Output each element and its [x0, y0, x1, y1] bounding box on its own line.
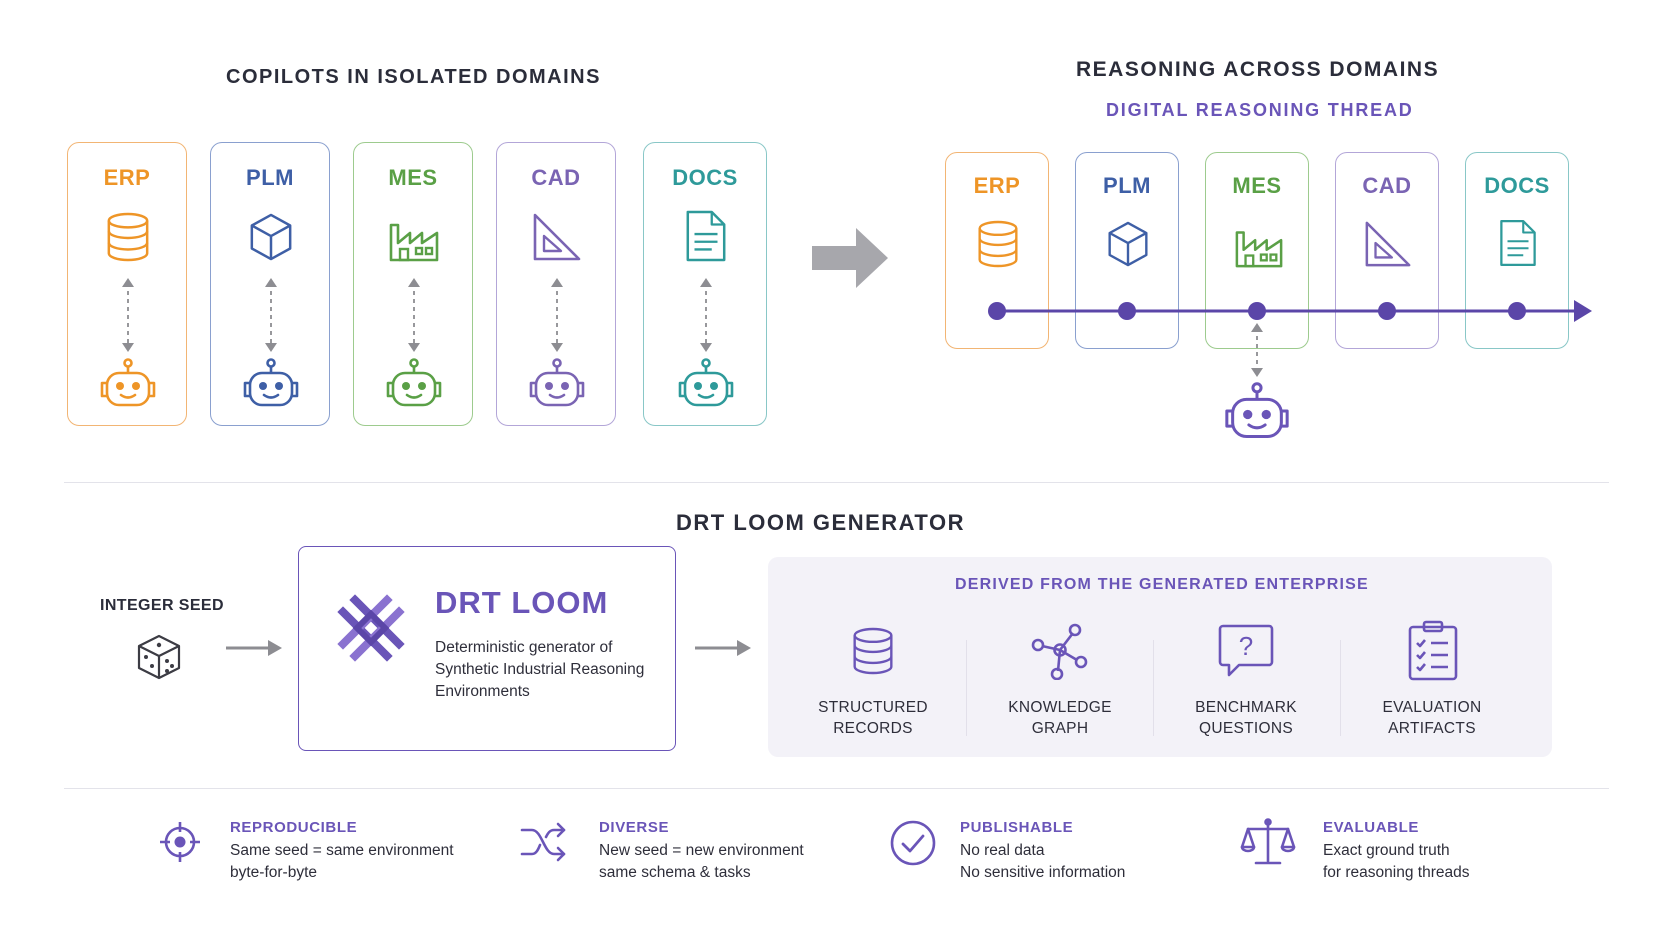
- bidirectional-arrow-icon: [408, 278, 420, 352]
- database-icon: [851, 625, 895, 677]
- feature-text-publishable-1: No real data: [960, 842, 1045, 859]
- thread-node-erp: [988, 302, 1006, 320]
- derived-label-artifacts-2: ARTIFACTS: [1388, 720, 1476, 737]
- derived-label-questions-2: QUESTIONS: [1199, 720, 1293, 737]
- target-icon: [160, 822, 200, 862]
- derived-title: DERIVED FROM THE GENERATED ENTERPRISE: [955, 576, 1369, 593]
- database-icon: [976, 219, 1020, 269]
- database-icon: [105, 211, 151, 263]
- card-label: ERP: [103, 165, 151, 190]
- shuffle-icon: [520, 822, 566, 862]
- graph-icon: [1031, 623, 1088, 680]
- isolated-card-mes: MES: [353, 142, 473, 426]
- dice-icon: [137, 634, 181, 680]
- derived-label-questions-1: BENCHMARK: [1195, 699, 1297, 716]
- robot-icon: [241, 358, 301, 408]
- feature-text-reproducible-2: byte-for-byte: [230, 864, 318, 881]
- reasoning-thread: [988, 300, 1592, 322]
- balance-scale-icon: [1240, 818, 1296, 865]
- separator: [1153, 640, 1154, 736]
- divider-bottom: [64, 788, 1609, 789]
- card-label: DOCS: [1484, 173, 1550, 198]
- feature-text-diverse-1: New seed = new environment: [599, 842, 804, 859]
- loom-desc-line-1: Deterministic generator of: [435, 639, 613, 656]
- factory-icon: [388, 211, 440, 263]
- feature-text-publishable-2: No sensitive information: [960, 864, 1126, 881]
- loom-desc-line-3: Environments: [435, 683, 530, 700]
- robot-icon: [676, 358, 736, 408]
- robot-icon: [98, 358, 158, 408]
- feature-text-evaluable-1: Exact ground truth: [1323, 842, 1450, 859]
- clipboard-checklist-icon: [1408, 620, 1458, 681]
- bidirectional-arrow-icon: [700, 278, 712, 352]
- card-label: DOCS: [672, 165, 738, 190]
- divider-top: [64, 482, 1609, 483]
- card-label: PLM: [1103, 173, 1151, 198]
- card-label: MES: [1232, 173, 1282, 198]
- isolated-card-docs: DOCS: [643, 142, 767, 426]
- cube-icon: [248, 211, 294, 263]
- isolated-card-plm: PLM: [210, 142, 330, 426]
- transition-arrow-icon: [812, 228, 888, 288]
- derived-label-records-1: STRUCTURED: [818, 699, 928, 716]
- derived-label-records-2: RECORDS: [833, 720, 913, 737]
- generator-title: DRT LOOM GENERATOR: [676, 510, 965, 535]
- set-square-icon: [1363, 219, 1413, 269]
- drt-loom-box: DRT LOOM Deterministic generator of Synt…: [298, 546, 676, 751]
- thread-node-mes: [1248, 302, 1266, 320]
- question-bubble-icon: ?: [1218, 624, 1274, 677]
- set-square-icon: [531, 211, 583, 263]
- across-domains-title: REASONING ACROSS DOMAINS: [1076, 58, 1440, 81]
- svg-text:?: ?: [1239, 631, 1253, 661]
- robot-icon: [527, 358, 587, 408]
- separator: [966, 640, 967, 736]
- feature-title-reproducible: REPRODUCIBLE: [230, 819, 358, 836]
- bidirectional-arrow-icon: [1251, 323, 1263, 377]
- card-label: MES: [388, 165, 438, 190]
- loom-title: DRT LOOM: [435, 585, 609, 620]
- shared-robot-icon: [1222, 382, 1292, 440]
- digital-thread-subtitle: DIGITAL REASONING THREAD: [1106, 100, 1414, 120]
- derived-label-artifacts-1: EVALUATION: [1382, 699, 1482, 716]
- loom-logo-icon: [337, 594, 405, 662]
- integer-seed-label: INTEGER SEED: [100, 597, 224, 614]
- isolated-card-cad: CAD: [496, 142, 616, 426]
- card-label: ERP: [973, 173, 1021, 198]
- check-circle-icon: [890, 820, 936, 866]
- feature-title-publishable: PUBLISHABLE: [960, 819, 1074, 836]
- thread-node-docs: [1508, 302, 1526, 320]
- thread-node-cad: [1378, 302, 1396, 320]
- card-label: PLM: [246, 165, 294, 190]
- feature-title-evaluable: EVALUABLE: [1323, 819, 1419, 836]
- feature-text-evaluable-2: for reasoning threads: [1323, 864, 1470, 881]
- isolated-card-erp: ERP: [67, 142, 187, 426]
- loom-desc-line-2: Synthetic Industrial Reasoning: [435, 661, 645, 678]
- document-icon: [1497, 217, 1539, 269]
- bidirectional-arrow-icon: [122, 278, 134, 352]
- feature-title-diverse: DIVERSE: [599, 819, 670, 836]
- robot-icon: [384, 358, 444, 408]
- feature-text-diverse-2: same schema & tasks: [599, 864, 751, 881]
- loom-arrow-icon: [695, 640, 751, 656]
- card-label: CAD: [1362, 173, 1412, 198]
- bidirectional-arrow-icon: [265, 278, 277, 352]
- feature-text-reproducible-1: Same seed = same environment: [230, 842, 454, 859]
- separator: [1340, 640, 1341, 736]
- factory-icon: [1234, 219, 1284, 269]
- bidirectional-arrow-icon: [551, 278, 563, 352]
- seed-arrow-icon: [226, 640, 282, 656]
- cube-icon: [1106, 219, 1150, 269]
- isolated-domains-title: COPILOTS IN ISOLATED DOMAINS: [226, 66, 601, 88]
- derived-label-graph-2: GRAPH: [1031, 720, 1089, 737]
- thread-node-plm: [1118, 302, 1136, 320]
- derived-label-graph-1: KNOWLEDGE: [1008, 699, 1112, 716]
- card-label: CAD: [531, 165, 581, 190]
- document-icon: [683, 209, 729, 263]
